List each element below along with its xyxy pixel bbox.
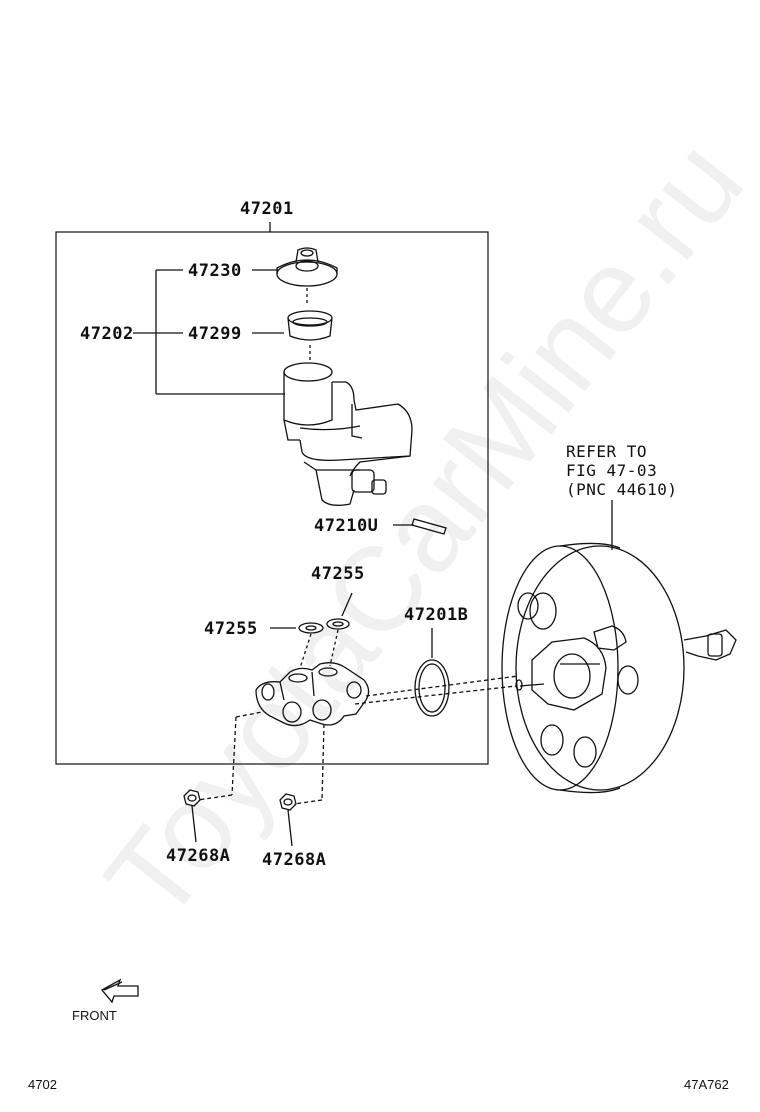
front-arrow-icon (100, 978, 139, 1004)
reservoir-pin (393, 518, 447, 535)
part-label-oring: 47201B (404, 605, 469, 625)
brake-booster (501, 540, 737, 794)
nut-right (279, 793, 297, 847)
reservoir-tank (283, 362, 413, 506)
grommet-lower (270, 622, 324, 634)
part-label-cap: 47230 (188, 261, 242, 281)
part-label-nut-left: 47268A (166, 846, 231, 866)
part-label-grommet-lower: 47255 (204, 619, 258, 639)
front-label: FRONT (72, 1008, 117, 1023)
figure-code: 47A762 (684, 1077, 729, 1092)
master-cylinder-body (255, 662, 370, 727)
strainer-ring (287, 310, 333, 341)
refer-note-line2: FIG 47-03 (566, 461, 658, 480)
nut-left (183, 789, 201, 843)
part-label-strainer: 47299 (188, 324, 242, 344)
o-ring (414, 628, 450, 717)
refer-note-line3: (PNC 44610) (566, 480, 678, 499)
part-label-nut-right: 47268A (262, 850, 327, 870)
page-code: 4702 (28, 1077, 57, 1092)
refer-note-line1: REFER TO (566, 442, 648, 461)
assembly-label: 47201 (240, 199, 294, 219)
grommet-upper (326, 592, 353, 630)
assembly-centerlines (197, 675, 519, 805)
reservoir-bracket (133, 269, 285, 395)
part-label-pin: 47210U (314, 516, 379, 536)
reservoir-cap (276, 247, 338, 287)
part-label-reservoir: 47202 (80, 324, 134, 344)
assembly-frame (55, 231, 489, 765)
part-label-grommet-upper: 47255 (311, 564, 365, 584)
